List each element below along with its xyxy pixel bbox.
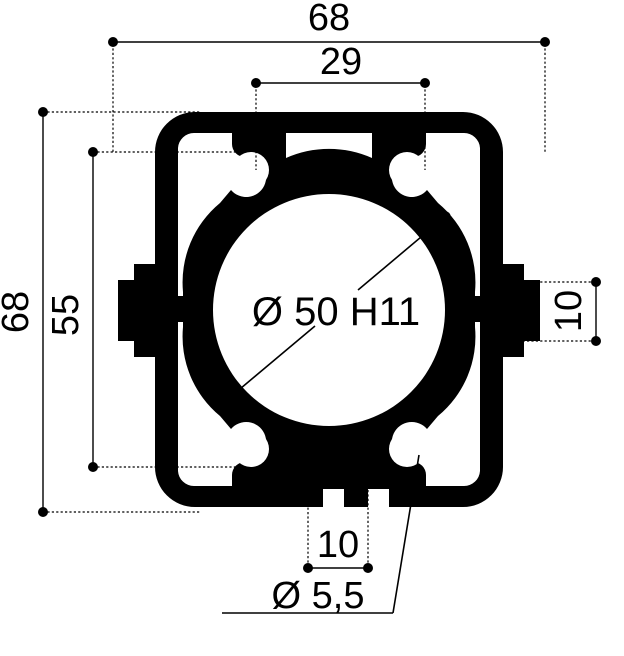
bore-diameter-leader bbox=[223, 211, 451, 404]
profile-cross-section bbox=[118, 112, 540, 507]
corner-screw-bosses bbox=[233, 152, 425, 467]
dim-label-overall-height: 68 bbox=[0, 291, 37, 333]
dim-label-overall-width: 68 bbox=[308, 0, 350, 39]
dim-label-bottom-slot-width: 10 bbox=[317, 524, 359, 566]
dimension-lines bbox=[38, 37, 601, 573]
dim-label-right-slot-height: 10 bbox=[548, 290, 590, 332]
central-bore bbox=[215, 196, 443, 424]
dim-label-inner-height: 55 bbox=[45, 294, 87, 336]
callout-screw-hole-diameter: Ø 5,5 bbox=[272, 575, 365, 617]
callout-bore-diameter: Ø 50 H11 bbox=[252, 290, 420, 334]
screw-hole-leader bbox=[222, 454, 420, 614]
dim-label-top-slot-width: 29 bbox=[320, 41, 362, 83]
extension-lines bbox=[43, 44, 596, 570]
